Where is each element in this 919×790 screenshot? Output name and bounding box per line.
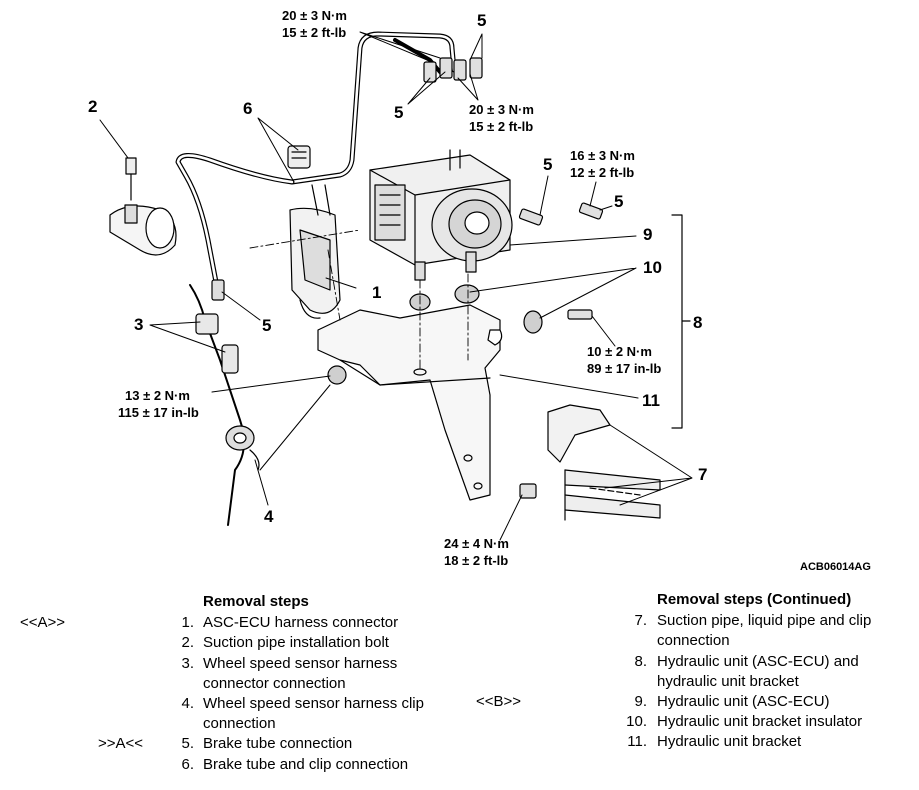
step-text: Brake tube and clip connection	[203, 755, 409, 773]
step-text: Brake tube connection	[203, 735, 353, 753]
step-text: connector connection	[203, 674, 346, 692]
removal-steps-left: Removal steps <<A>> 1. ASC-ECU harness con…	[20, 592, 480, 775]
step-item: 4. Wheel speed sensor harness clip connect…	[20, 694, 480, 734]
step-item: >>A<< 5. Brake tube connection	[20, 734, 480, 754]
callout-2: 2	[88, 97, 97, 116]
callout-labels: 1 2 3 4 5 5 5 5 5 6 7 8 9 10 11	[88, 11, 707, 526]
torque-6-imperial: 18 ± 2 ft-lb	[444, 553, 508, 568]
callout-11: 11	[642, 391, 660, 410]
step-item: 2. Suction pipe installation bolt	[20, 633, 480, 653]
step-number: 2.	[181, 634, 194, 652]
harness-connector	[289, 184, 341, 319]
step-text: connection	[203, 715, 276, 733]
figure-id: ACB06014AG	[800, 561, 871, 573]
tube-clip	[287, 145, 311, 169]
step-text: Wheel speed sensor harness clip	[203, 694, 424, 712]
torque-3-imperial: 12 ± 2 ft-lb	[570, 165, 634, 180]
torque-1-imperial: 15 ± 2 ft-lb	[282, 25, 346, 40]
step-number: 3.	[181, 654, 194, 672]
removal-steps-title: Removal steps	[203, 593, 309, 610]
step-number: 11.	[627, 733, 647, 751]
hydraulic-unit-bracket	[317, 304, 503, 501]
step-item: 10. Hydraulic unit bracket insulator	[476, 712, 906, 732]
step-text: Hydraulic unit bracket	[657, 733, 802, 751]
step-item: 8. Hydraulic unit (ASC-ECU) and hydraulic …	[476, 652, 906, 692]
step-text: Hydraulic unit (ASC-ECU)	[657, 692, 830, 710]
step-item: <<A>> 1. ASC-ECU harness connector	[20, 613, 480, 633]
callout-3: 3	[134, 315, 143, 334]
removal-steps-continued-title: Removal steps (Continued)	[657, 591, 852, 608]
step-marker: <<A>>	[20, 614, 66, 632]
callout-5d: 5	[614, 192, 623, 211]
step-item: 7. Suction pipe, liquid pipe and clip conn…	[476, 611, 906, 651]
step-marker: >>A<<	[98, 735, 144, 753]
callout-6: 6	[243, 99, 252, 118]
step-text: Suction pipe installation bolt	[203, 634, 389, 652]
step-text: hydraulic unit bracket	[657, 672, 799, 690]
torque-1-metric: 20 ± 3 N·m	[282, 8, 347, 23]
callout-5c: 5	[543, 155, 552, 174]
brake-tube-upper	[289, 31, 457, 185]
hydraulic-unit	[369, 149, 513, 281]
callout-5b: 5	[394, 103, 403, 122]
step-number: 5.	[181, 735, 194, 753]
step-text: Wheel speed sensor harness	[203, 654, 398, 672]
torque-3-metric: 16 ± 3 N·m	[570, 148, 635, 163]
torque-2-metric: 20 ± 3 N·m	[469, 102, 534, 117]
step-text: Hydraulic unit bracket insulator	[657, 713, 863, 731]
callout-8: 8	[693, 313, 702, 332]
torque-6-metric: 24 ± 4 N·m	[444, 536, 509, 551]
callout-5e: 5	[262, 316, 271, 335]
exploded-diagram: 1 2 3 4 5 5 5 5 5 6 7 8 9 10 11 20 ± 3 N…	[88, 8, 871, 573]
torque-4-imperial: 89 ± 17 in-lb	[587, 361, 661, 376]
step-text: Suction pipe, liquid pipe and clip	[657, 612, 872, 630]
brake-tube-fittings-right	[518, 202, 604, 226]
suction-pipe-bolt-area	[109, 157, 177, 256]
callout-5a: 5	[477, 11, 486, 30]
callout-4: 4	[264, 507, 274, 526]
step-number: 1.	[181, 614, 194, 632]
torque-2-imperial: 15 ± 2 ft-lb	[469, 119, 533, 134]
step-number: 6.	[181, 755, 194, 773]
wheel-speed-sensor-harness	[189, 284, 260, 526]
step-number: 10.	[626, 713, 647, 731]
step-text: Hydraulic unit (ASC-ECU) and	[657, 652, 859, 670]
step-number: 7.	[634, 612, 647, 630]
callout-9: 9	[643, 225, 652, 244]
step-item: 3. Wheel speed sensor harness connector co…	[20, 654, 480, 694]
step-item: 6. Brake tube and clip connection	[20, 755, 480, 775]
callout-1: 1	[372, 283, 381, 302]
step-item: 11. Hydraulic unit bracket	[476, 732, 906, 752]
alignment-lines	[249, 229, 469, 371]
callout-10: 10	[643, 258, 662, 277]
torque-4-metric: 10 ± 2 N·m	[587, 344, 652, 359]
step-number: 4.	[181, 694, 194, 712]
step-marker: <<B>>	[476, 692, 522, 710]
step-number: 9.	[634, 692, 647, 710]
torque-5-metric: 13 ± 2 N·m	[125, 388, 190, 403]
torque-labels: 20 ± 3 N·m 15 ± 2 ft-lb 20 ± 3 N·m 15 ± …	[118, 8, 661, 568]
step-number: 8.	[634, 652, 647, 670]
suction-liquid-pipe-clip	[547, 404, 661, 521]
bracket-bolts	[519, 309, 593, 499]
step-item: <<B>> 9. Hydraulic unit (ASC-ECU)	[476, 692, 906, 712]
leader-lines	[99, 31, 693, 541]
step-text: ASC-ECU harness connector	[203, 614, 399, 632]
step-text: connection	[657, 632, 730, 650]
brake-tube-fittings-top	[423, 57, 483, 83]
torque-5-imperial: 115 ± 17 in-lb	[118, 405, 199, 420]
brake-tube-left	[175, 153, 295, 301]
removal-steps-right: Removal steps (Continued) 7. Suction pipe…	[476, 590, 906, 753]
bracket-8	[671, 214, 691, 429]
callout-7: 7	[698, 465, 707, 484]
